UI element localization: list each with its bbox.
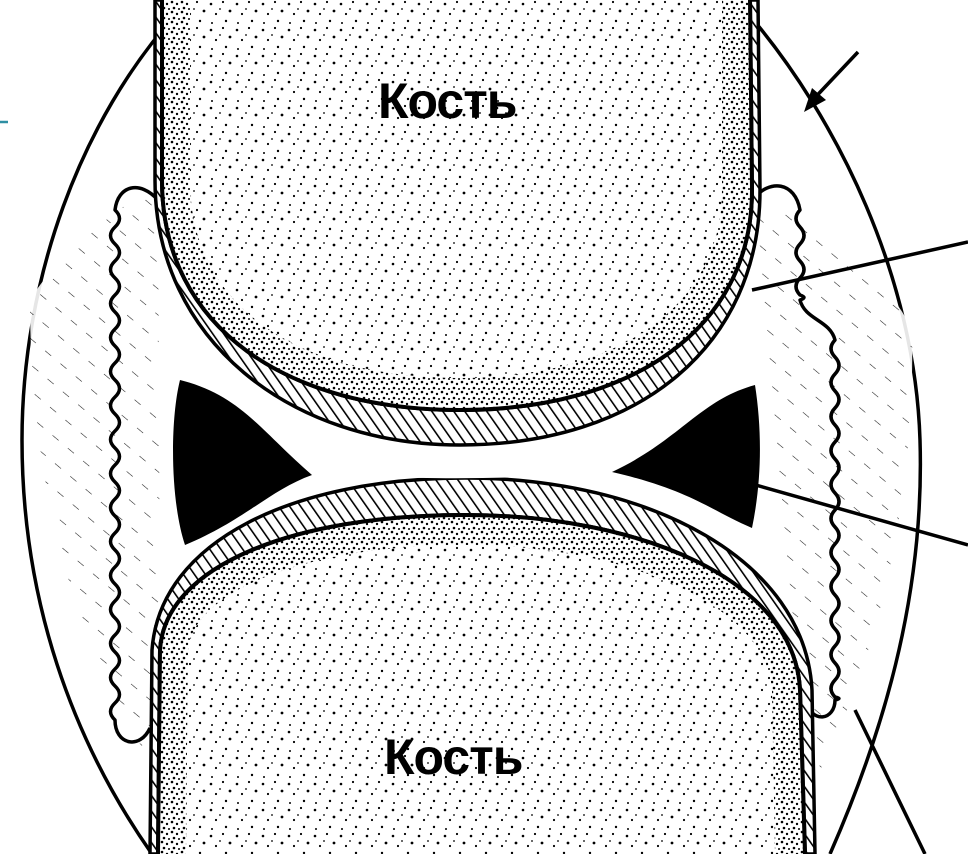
upper-bone-label: Кость [378,72,516,130]
lower-bone-label: Кость [384,728,522,786]
joint-cavity [300,459,620,479]
lower-bone [150,478,820,854]
pointer-membrane [855,710,925,854]
upper-bone [150,0,770,450]
